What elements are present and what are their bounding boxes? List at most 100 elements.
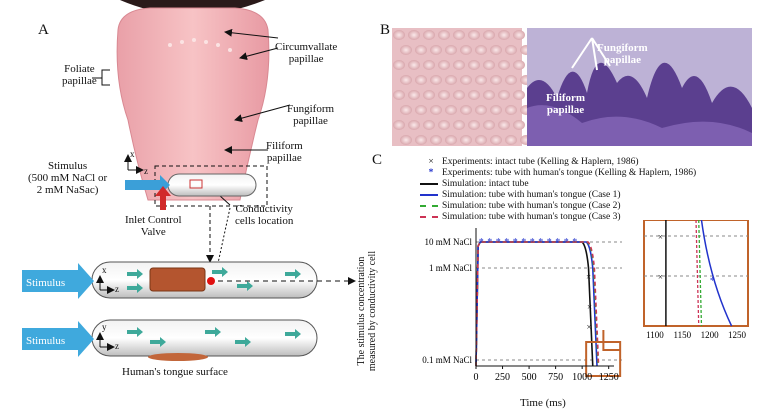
papilla-bump — [393, 60, 405, 70]
papilla-bump — [513, 30, 525, 40]
papilla-bump — [423, 30, 435, 40]
tongue-surface-strip — [148, 353, 208, 361]
inset-case1 — [700, 220, 733, 327]
papilla-bump — [445, 105, 457, 115]
x-tick-label: 1000 — [572, 372, 592, 383]
papilla-bump — [423, 120, 435, 130]
legend-item-2: *Experiments: tube with human's tongue (… — [428, 168, 697, 178]
y-tick-label: 0.1 mM NaCl — [422, 355, 472, 365]
curve-intact — [475, 241, 594, 367]
papilla-bump — [400, 75, 412, 85]
stimulus-arrow — [125, 175, 170, 195]
papilla-bump — [490, 135, 502, 145]
papilla-bump — [460, 105, 472, 115]
x-tick-label: 0 — [474, 372, 479, 383]
papilla-bump — [460, 45, 472, 55]
papilla-bump — [483, 30, 495, 40]
inset-x-tick-label: 1200 — [701, 330, 720, 340]
papilla-bump — [475, 105, 487, 115]
tongue-sample — [149, 267, 206, 292]
papilla-bump — [438, 90, 450, 100]
marker-tongue: * — [555, 237, 560, 248]
axis-z-tube1: z — [115, 284, 119, 294]
small-tube-cell — [189, 179, 203, 189]
papilla-bump — [438, 30, 450, 40]
papilla-bump — [513, 90, 525, 100]
curve-case3 — [475, 241, 600, 367]
papilla-bump — [468, 60, 480, 70]
axis-z-small: z — [144, 166, 148, 176]
papilla-bump — [513, 120, 525, 130]
tube-1-stimulus-label: Stimulus — [26, 277, 66, 289]
legend-item-6: Simulation: tube with human's tongue (Ca… — [420, 212, 696, 223]
papilla-bump — [505, 105, 517, 115]
papilla-bump — [483, 60, 495, 70]
panel-label-c: C — [372, 152, 383, 168]
marker-tongue: * — [547, 237, 552, 248]
legend-item-3: Simulation: intact tube — [420, 179, 696, 190]
papilla-bump — [483, 120, 495, 130]
papilla-bump — [430, 45, 442, 55]
stimulus-arrow-tube-1 — [22, 263, 94, 299]
tongue-diagram — [22, 0, 356, 361]
legend-item-5: Simulation: tube with human's tongue (Ca… — [420, 201, 696, 212]
conductivity-cell-dot — [207, 277, 215, 285]
marker-tongue: * — [479, 237, 484, 248]
papilla-bump — [475, 135, 487, 145]
papilla-bump — [475, 75, 487, 85]
papilla-bump — [498, 60, 510, 70]
papilla-bump — [505, 45, 517, 55]
axis-x-tube1: x — [102, 265, 107, 275]
papilla-bump — [453, 90, 465, 100]
curve-case2 — [475, 241, 599, 367]
papilla-bump — [490, 105, 502, 115]
papilla-bump — [498, 30, 510, 40]
inset-marker-intact: × — [658, 232, 663, 242]
axis-z-tube2: z — [115, 341, 119, 351]
papilla-bump — [468, 120, 480, 130]
papilla-bump — [430, 135, 442, 145]
papilla-bump — [415, 45, 427, 55]
papilla-bump — [393, 120, 405, 130]
chart-legend: ×Experiments: intact tube (Kelling & Hap… — [420, 157, 696, 223]
papilla-bump — [498, 120, 510, 130]
x-tick-label: 250 — [495, 372, 510, 383]
papilla-bump — [445, 75, 457, 85]
x-axis-label: Time (ms) — [520, 397, 566, 409]
papilla-bump — [460, 135, 472, 145]
x-tick-label: 750 — [548, 372, 563, 383]
papilla-bump — [393, 30, 405, 40]
legend-item-4: Simulation: tube with human's tongue (Ca… — [420, 190, 696, 201]
tube-1 — [91, 261, 356, 299]
papilla-bump — [513, 60, 525, 70]
axis-x-small: x — [130, 149, 135, 159]
papilla-bump — [423, 60, 435, 70]
papilla-bump — [498, 90, 510, 100]
stimulus-arrow-tube-2 — [22, 321, 94, 357]
panel-label-b: B — [380, 22, 391, 38]
papilla-bump — [468, 90, 480, 100]
marker-intact: × — [587, 322, 592, 332]
inset-case2 — [698, 220, 703, 327]
label-tongue-surface: Human's tongue surface — [122, 366, 228, 378]
micrograph-panel — [392, 28, 752, 146]
inlet-valve-arrow — [155, 186, 171, 210]
tongue-body — [116, 7, 270, 201]
papilla-bump — [483, 90, 495, 100]
papilla-bump — [438, 120, 450, 130]
papilla-bump — [408, 60, 420, 70]
marker-tongue: * — [496, 237, 501, 248]
marker-tongue: * — [521, 237, 526, 248]
papilla-bump — [490, 75, 502, 85]
marker-tongue: * — [513, 237, 518, 248]
papilla-bump — [445, 135, 457, 145]
